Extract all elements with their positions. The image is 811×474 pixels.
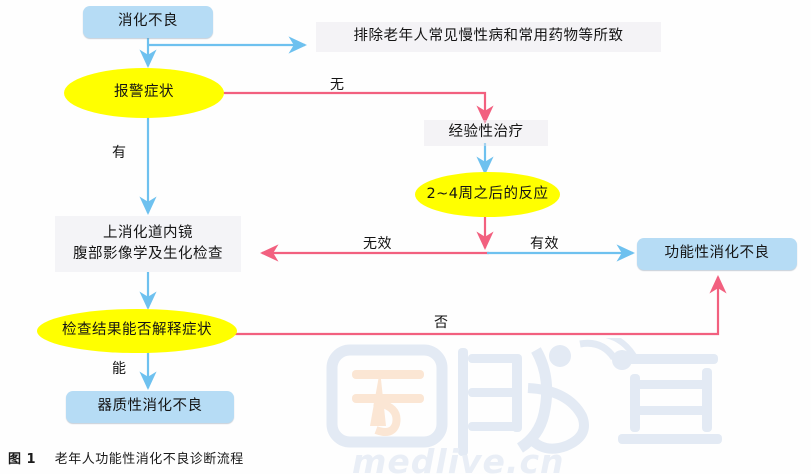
node-dyspepsia-label: 消化不良 bbox=[118, 13, 178, 30]
figure-caption-number: 图 1 bbox=[8, 452, 37, 467]
node-endoscopy-workup: 上消化道内镜 腹部影像学及生化检查 bbox=[55, 216, 241, 272]
edge-label-ineffective: 无效 bbox=[363, 236, 392, 252]
node-alarm-symptoms[interactable]: 报警症状 bbox=[64, 68, 224, 118]
edge-label-cannot: 否 bbox=[434, 315, 449, 331]
figure-caption-text: 老年人功能性消化不良诊断流程 bbox=[54, 452, 244, 467]
node-empiric-therapy: 经验性治疗 bbox=[424, 120, 548, 146]
node-dyspepsia[interactable]: 消化不良 bbox=[83, 6, 213, 38]
edge-label-have: 有 bbox=[112, 145, 127, 161]
node-alarm-symptoms-label: 报警症状 bbox=[114, 84, 174, 101]
edge-label-effective: 有效 bbox=[530, 236, 559, 252]
node-organic-dyspepsia-label: 器质性消化不良 bbox=[97, 398, 203, 415]
node-functional-dyspepsia[interactable]: 功能性消化不良 bbox=[637, 238, 797, 270]
node-results-explain-label: 检查结果能否解释症状 bbox=[62, 322, 212, 339]
node-empiric-therapy-label: 经验性治疗 bbox=[448, 124, 524, 141]
node-functional-dyspepsia-label: 功能性消化不良 bbox=[664, 245, 770, 262]
node-endoscopy-workup-line2: 腹部影像学及生化检查 bbox=[73, 246, 223, 262]
node-organic-dyspepsia[interactable]: 器质性消化不良 bbox=[66, 391, 234, 423]
node-endoscopy-workup-line1: 上消化道内镜 bbox=[103, 224, 193, 241]
node-exclude-note-label: 排除老年人常见慢性病和常用药物等所致 bbox=[353, 28, 624, 45]
edge-label-none: 无 bbox=[330, 77, 345, 93]
node-response-2-4-weeks-label: 2~4周之后的反应 bbox=[426, 185, 549, 202]
edge-label-can: 能 bbox=[112, 361, 127, 377]
figure-caption: 图 1 老年人功能性消化不良诊断流程 bbox=[8, 448, 244, 467]
node-response-2-4-weeks[interactable]: 2~4周之后的反应 bbox=[415, 172, 560, 217]
node-results-explain[interactable]: 检查结果能否解释症状 bbox=[37, 309, 237, 353]
node-exclude-note: 排除老年人常见慢性病和常用药物等所致 bbox=[316, 22, 661, 52]
